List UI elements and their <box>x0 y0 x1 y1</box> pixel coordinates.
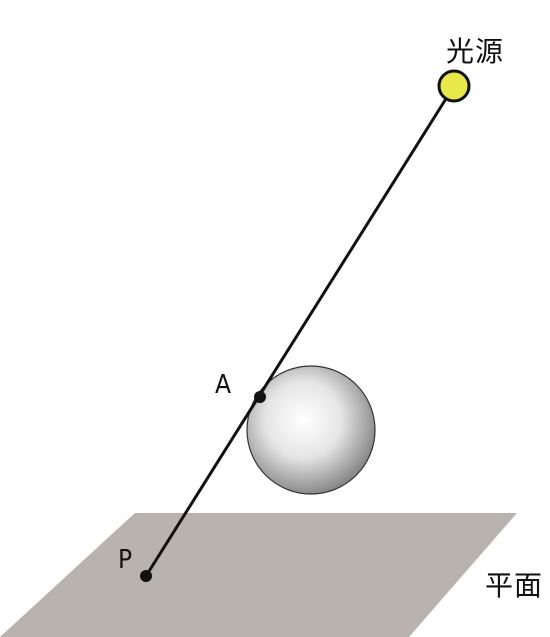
sphere <box>246 365 376 495</box>
point-a-marker <box>254 391 266 403</box>
point-a-label: A <box>215 370 231 400</box>
plane-label: 平面 <box>485 569 544 602</box>
light-source-label: 光源 <box>446 35 505 68</box>
point-p-marker <box>140 570 152 582</box>
light-source-icon <box>437 69 471 103</box>
light-ray-line <box>144 84 456 578</box>
point-p-label: P <box>118 545 133 575</box>
plane-surface <box>0 513 517 637</box>
